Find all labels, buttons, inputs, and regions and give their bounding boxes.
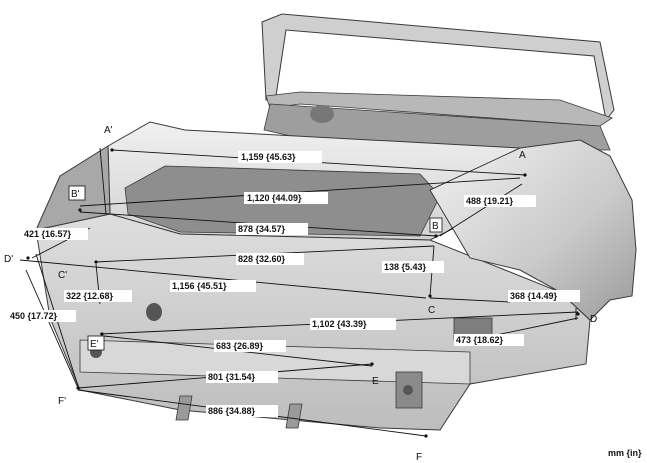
bracket-left <box>175 395 193 421</box>
hole-cowl <box>310 105 334 123</box>
dimension-labels: 1,159 {45.63} 1,120 {44.09} 488 {19.21} … <box>8 151 580 417</box>
bracket-right <box>285 403 303 429</box>
dimension-1156: 1,156 {45.51} <box>172 281 227 291</box>
dimension-1102: 1,102 {43.39} <box>312 319 367 329</box>
car-body-illustration <box>35 13 637 431</box>
dimension-1120: 1,120 {44.09} <box>247 193 302 203</box>
point-label-a-prime: A' <box>104 125 113 136</box>
dimension-368: 368 {14.49} <box>510 291 558 301</box>
point-markers <box>26 148 580 438</box>
dimension-1159: 1,159 {45.63} <box>241 152 296 162</box>
right-fender <box>429 139 637 321</box>
lower-cross-member <box>79 339 471 385</box>
point-label-f-prime: F' <box>58 396 66 407</box>
dimension-683: 683 {26.89} <box>216 341 264 351</box>
dimension-488: 488 {19.21} <box>466 196 514 206</box>
units-label: mm {in} <box>608 448 642 458</box>
point-label-c: C <box>428 305 435 316</box>
point-label-d-prime: D' <box>4 254 13 265</box>
dimension-801: 801 {31.54} <box>208 372 256 382</box>
point-label-b-prime: B' <box>71 189 80 200</box>
point-label-f: F <box>416 452 422 463</box>
hole-front-right <box>403 385 413 395</box>
dimension-878: 878 {34.57} <box>238 224 286 234</box>
point-label-e: E <box>372 376 379 387</box>
dimension-828: 828 {32.60} <box>238 254 286 264</box>
dimension-886: 886 {34.88} <box>208 406 256 416</box>
point-label-b: B <box>432 221 439 232</box>
hole-left <box>146 303 162 321</box>
dimension-473: 473 {18.62} <box>456 335 504 345</box>
dimension-138: 138 {5.43} <box>384 262 427 272</box>
dimension-421: 421 {16.57} <box>24 229 72 239</box>
point-label-e-prime: E' <box>90 339 99 350</box>
point-label-a: A <box>519 150 526 161</box>
point-label-c-prime: C' <box>58 270 67 281</box>
dimension-450: 450 {17.72} <box>10 311 58 321</box>
dimension-322: 322 {12.68} <box>66 291 114 301</box>
point-label-d: D <box>590 314 597 325</box>
point-labels: A' A B' B C' C D' D E' E F' F <box>4 125 597 463</box>
